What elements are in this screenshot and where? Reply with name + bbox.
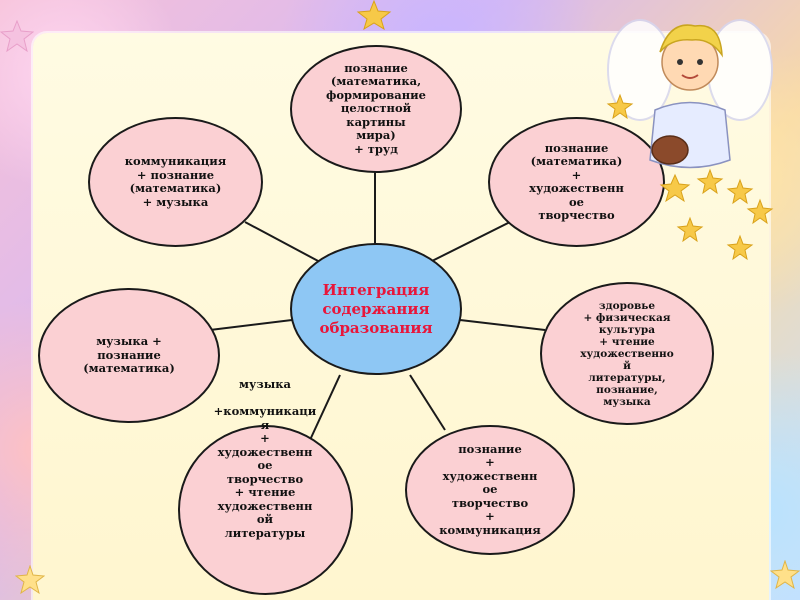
gold-star-icon [770,560,800,590]
node-left: музыка + познание (математика) [38,288,220,423]
node-bottom-right-label: познание + художественн ое творчество + … [439,441,541,537]
gold-star-icon [0,20,34,52]
node-bottom-left [178,425,353,595]
gold-star-icon [356,0,392,30]
node-upper-left: коммуникация + познание (математика) + м… [88,117,263,247]
angel-girl-illustration [606,19,774,261]
node-bottom-right: познание + художественн ое творчество + … [405,425,575,555]
node-bottom-left-label: музыка +коммуникаци я + художественн ое … [213,377,317,540]
node-right: здоровье + физическая культура + чтение … [540,282,714,425]
node-right-label: здоровье + физическая культура + чтение … [580,299,674,408]
node-top-label: познание (математика, формирование целос… [325,60,427,156]
gold-star-icon [15,565,45,595]
node-upper-left-label: коммуникация + познание (математика) + м… [124,154,227,209]
node-upper-right-label: познание (математика) + художественн ое … [529,140,624,222]
node-upper-right: познание (математика) + художественн ое … [488,117,665,247]
node-left-label: музыка + познание (математика) [83,334,175,376]
center-node: Интеграция содержания образования [290,243,462,375]
node-top: познание (математика, формирование целос… [290,45,462,173]
center-node-label: Интеграция содержания образования [319,280,433,337]
